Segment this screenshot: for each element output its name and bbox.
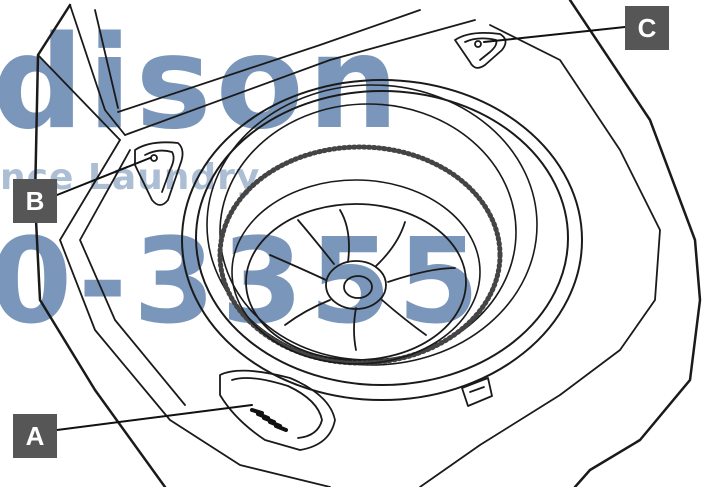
cabinet-outline — [33, 0, 702, 487]
callout-label-b: B — [13, 179, 57, 223]
deck-outline — [59, 24, 661, 487]
bleach-dispenser — [134, 141, 184, 206]
softener-dispenser — [454, 31, 507, 69]
callout-label-a: A — [13, 414, 57, 458]
detergent-dispenser — [219, 369, 336, 451]
tub-ring — [181, 79, 583, 401]
callout-label-c: C — [625, 6, 669, 50]
lid-panel — [37, 4, 476, 141]
lid-switch — [461, 377, 493, 407]
callout-leaders — [56, 26, 626, 431]
impeller — [245, 203, 467, 361]
wash-basket — [206, 84, 538, 366]
